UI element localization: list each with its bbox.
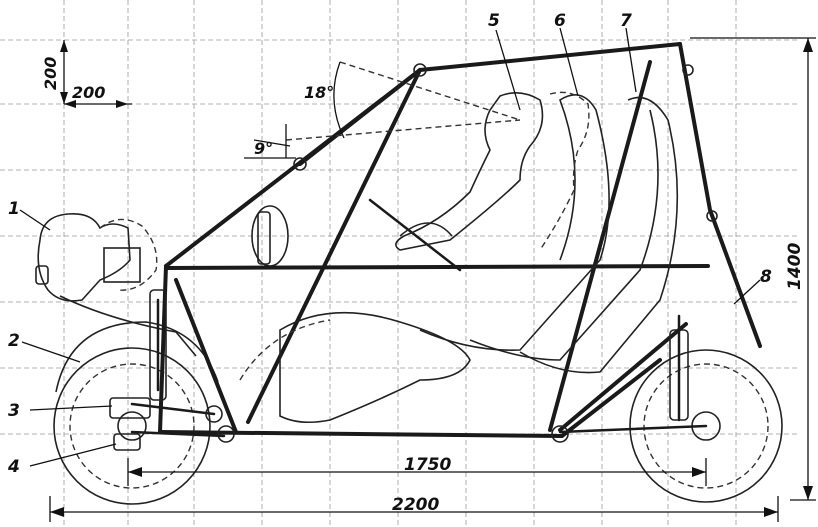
dimension-lines [49, 37, 816, 522]
dimension-labels: 1750 2200 1400 200 200 18° 9° [41, 57, 805, 515]
callout-labels: 1 2 3 4 5 6 7 8 [7, 11, 772, 477]
wheelbase-label: 1750 [404, 455, 451, 475]
rear-shock-absorber [669, 314, 689, 422]
front-wheel [53, 347, 211, 505]
rear-wheel [629, 349, 783, 503]
seats [419, 94, 679, 374]
angle-lines [244, 61, 521, 159]
callout-1: 1 [8, 199, 20, 219]
driver-silhouettes [239, 91, 590, 424]
callout-leaders [19, 27, 761, 467]
tubular-frame [130, 42, 762, 438]
overall-height-label: 1400 [785, 243, 805, 290]
callout-8: 8 [760, 267, 772, 287]
callout-4: 4 [7, 457, 20, 477]
callout-7: 7 [620, 11, 632, 31]
callout-3: 3 [8, 401, 20, 421]
overall-length-label: 2200 [392, 495, 439, 515]
grid-vertical-label: 200 [41, 57, 60, 90]
callout-5: 5 [488, 11, 500, 31]
callout-6: 6 [554, 11, 566, 31]
front-shock-absorber [109, 289, 167, 451]
angle-9-label: 9° [254, 139, 273, 158]
background-grid [0, 0, 800, 527]
front-fender [55, 321, 219, 393]
steering-column [368, 198, 462, 272]
callout-2: 2 [8, 331, 20, 351]
grid-horizontal-label: 200 [72, 83, 105, 102]
engine [35, 212, 197, 357]
angle-18-label: 18° [304, 83, 334, 102]
frame-joints [205, 63, 718, 443]
